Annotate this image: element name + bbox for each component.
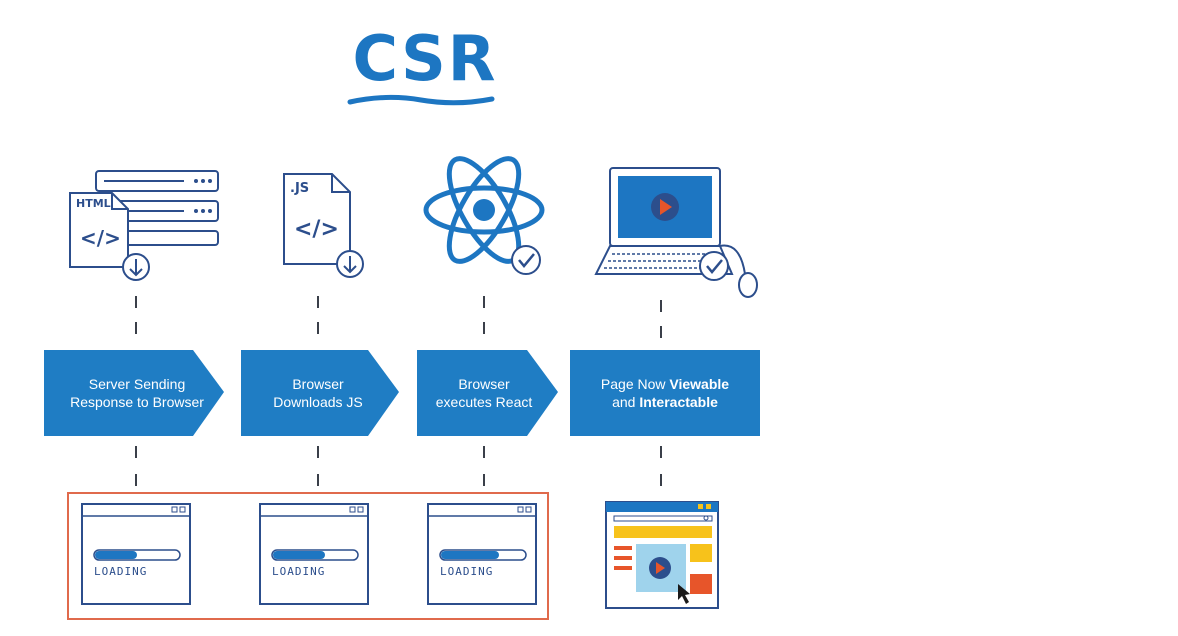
server-html-icon: HTML </> <box>69 170 219 281</box>
step-server-sending: Server Sending Response to Browser <box>54 350 220 436</box>
step-line: Browser <box>292 376 344 392</box>
connector-dash <box>317 296 319 308</box>
connector-dash <box>483 296 485 308</box>
step-line: executes React <box>435 394 533 410</box>
connector-dash <box>660 326 662 338</box>
html-file-label: HTML <box>76 197 111 210</box>
result-box <box>570 350 760 436</box>
code-symbol: </> <box>294 217 339 242</box>
step-downloads-js: Browser Downloads JS <box>248 350 388 436</box>
loading-highlight-frame <box>67 492 549 620</box>
connector-dash <box>135 446 137 458</box>
connector-dash <box>135 474 137 486</box>
arrow-shape <box>417 350 558 436</box>
arrow-shape <box>44 350 224 436</box>
step-line: Downloads JS <box>273 394 363 410</box>
js-file-icon: .JS </> <box>283 173 364 278</box>
connector-dash <box>483 446 485 458</box>
step-viewable-interactable: Page Now Viewable and Interactable <box>570 350 760 436</box>
step-line: Page Now Viewable <box>600 376 730 392</box>
js-file-label: .JS <box>290 181 309 196</box>
step-arrows <box>44 350 760 436</box>
arrow-shape <box>241 350 399 436</box>
page-title: CSR <box>352 22 498 95</box>
laptop-icon <box>594 167 758 298</box>
step-line: Response to Browser <box>70 394 204 410</box>
connector-dash <box>483 322 485 334</box>
connector-dash <box>135 322 137 334</box>
connector-dash <box>483 474 485 486</box>
loading-label: LOADING <box>94 565 148 578</box>
step-executes-react: Browser executes React <box>420 350 548 436</box>
loaded-page-window <box>605 501 719 609</box>
connector-dash <box>317 446 319 458</box>
step-line: and Interactable <box>612 394 718 410</box>
code-symbol: </> <box>80 226 121 250</box>
viewable-bold: Viewable <box>669 376 730 392</box>
loading-window <box>81 503 191 605</box>
step-line: Server Sending <box>88 376 186 392</box>
connector-dash <box>660 300 662 312</box>
loading-label: LOADING <box>272 565 326 578</box>
connector-dash <box>135 296 137 308</box>
loading-label: LOADING <box>440 565 494 578</box>
step-line: Browser <box>458 376 510 392</box>
connector-dash <box>660 446 662 458</box>
loading-window <box>427 503 537 605</box>
title-underline <box>347 94 495 106</box>
connector-dash <box>660 474 662 486</box>
loading-window <box>259 503 369 605</box>
connector-dash <box>317 322 319 334</box>
react-atom-icon <box>423 156 545 275</box>
interactable-bold: Interactable <box>639 394 718 410</box>
connector-dash <box>317 474 319 486</box>
